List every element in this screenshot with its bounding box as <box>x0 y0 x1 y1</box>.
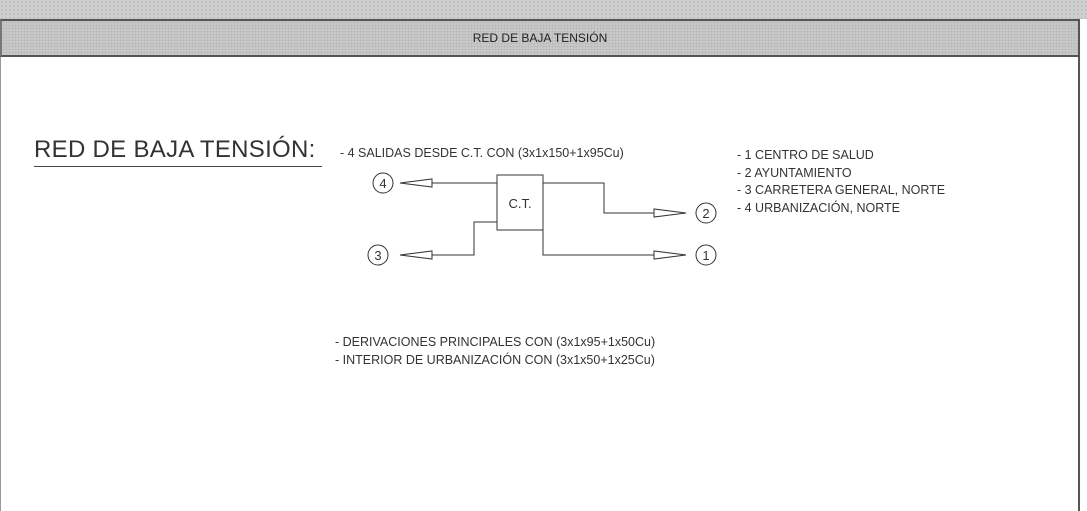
section-label: RED DE BAJA TENSIÓN: <box>34 136 316 163</box>
output-4-circle <box>372 172 394 194</box>
frame-right-border <box>1078 57 1080 511</box>
title-bar: RED DE BAJA TENSIÓN <box>0 19 1080 57</box>
legend-item: - 2 AYUNTAMIENTO <box>737 165 852 180</box>
cable-notes: - DERIVACIONES PRINCIPALES CON (3x1x95+1… <box>335 334 655 369</box>
arrow-output-4 <box>399 178 433 188</box>
line-output-3 <box>400 221 487 256</box>
top-band <box>0 0 1087 19</box>
legend-item: - 1 CENTRO DE SALUD <box>737 148 874 162</box>
arrow-output-3 <box>399 250 433 260</box>
line-output-2 <box>543 182 686 214</box>
output-3-number: 3 <box>374 248 381 263</box>
legend-item: - 4 URBANIZACIÓN, NORTE <box>737 200 900 215</box>
output-2-number: 2 <box>702 206 709 221</box>
frame-left-border <box>0 57 1 511</box>
output-2-circle <box>695 202 717 224</box>
note-item: - DERIVACIONES PRINCIPALES CON (3x1x95+1… <box>335 335 656 349</box>
salidas-note: - 4 SALIDAS DESDE C.T. CON (3x1x150+1x95… <box>340 146 624 160</box>
output-3-circle <box>367 244 389 266</box>
ct-box <box>496 174 544 231</box>
note-item: - INTERIOR DE URBANIZACIÓN CON (3x1x50+1… <box>335 352 655 367</box>
arrow-output-1 <box>653 250 687 260</box>
arrow-output-2 <box>653 208 687 218</box>
page-title: RED DE BAJA TENSIÓN <box>472 31 608 45</box>
outputs-legend: - 1 CENTRO DE SALUD - 2 AYUNTAMIENTO - 3… <box>737 147 945 217</box>
output-4-number: 4 <box>379 176 386 191</box>
line-output-1 <box>542 230 686 256</box>
ct-label: C.T. <box>508 196 531 211</box>
output-1-number: 1 <box>702 248 709 263</box>
output-1-circle <box>695 244 717 266</box>
section-label-underline <box>34 166 322 167</box>
legend-item: - 3 CARRETERA GENERAL, NORTE <box>737 183 946 197</box>
